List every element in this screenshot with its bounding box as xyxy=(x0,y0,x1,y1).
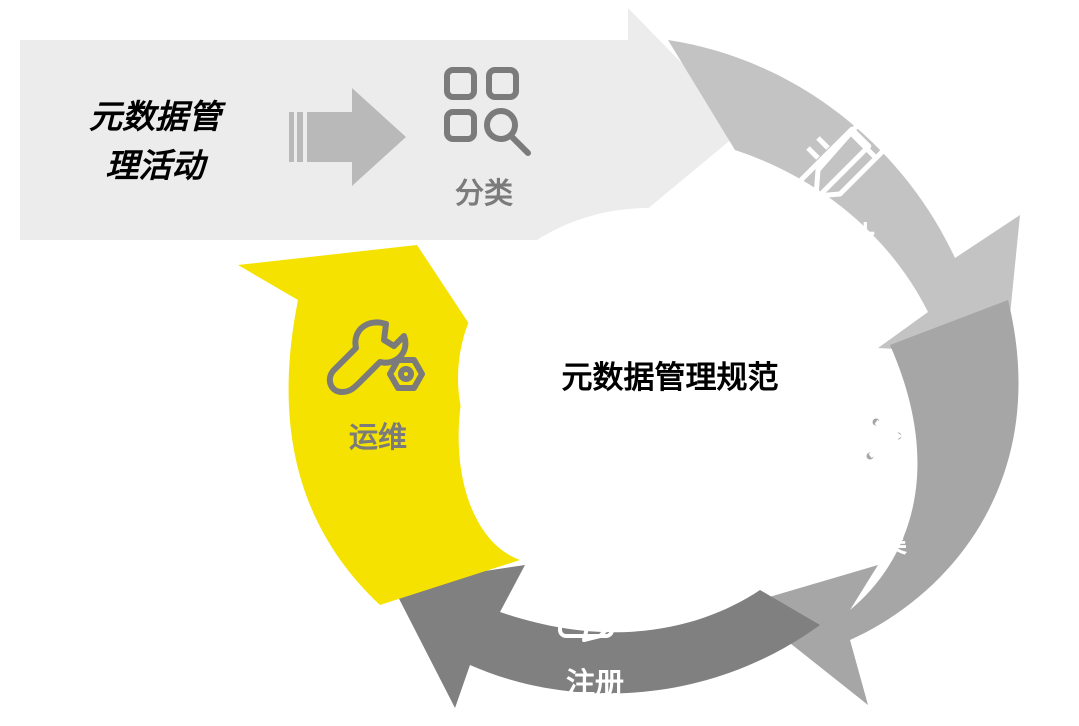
step-label-classify: 分类 xyxy=(455,176,513,210)
wrench-nut-icon xyxy=(326,319,425,395)
step-label-register: 注册 xyxy=(566,666,624,700)
page-title: 元数据管 xyxy=(89,97,226,136)
arrow-design xyxy=(668,40,1020,355)
database-network-icon xyxy=(845,413,913,495)
banner-small-arrow xyxy=(289,88,406,186)
pencil-ruler-icon xyxy=(792,117,891,206)
arrow-collect xyxy=(742,300,1019,705)
document-edit-icon xyxy=(558,568,636,642)
arrow-operate xyxy=(238,245,520,605)
step-label-design: 设计 xyxy=(817,220,875,254)
page-title-line2: 理活动 xyxy=(106,146,209,185)
center-circle xyxy=(458,208,838,548)
step-label-operate: 运维 xyxy=(349,420,407,454)
grid-search-icon xyxy=(444,67,531,156)
center-label: 元数据管理规范 xyxy=(562,360,779,396)
step-label-collect: 采集 xyxy=(849,525,908,559)
